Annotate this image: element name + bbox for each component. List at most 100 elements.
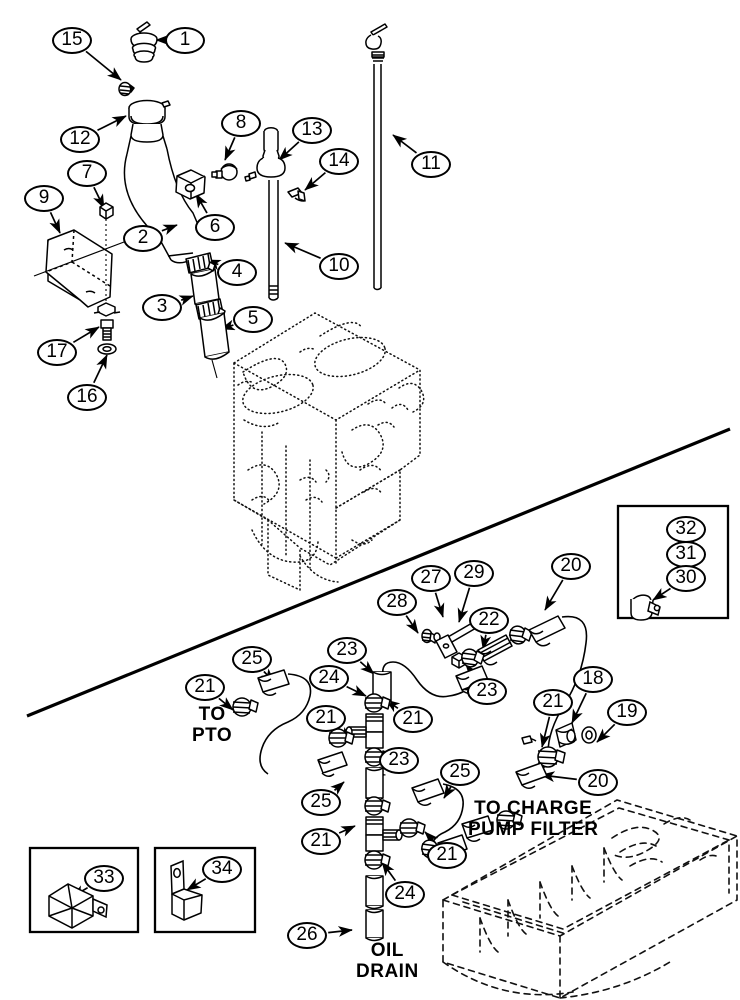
part-17-fitting: [93, 302, 121, 341]
callout-leader-8: [224, 137, 236, 161]
callout-balloon-2[interactable]: 2: [123, 224, 163, 252]
callout-balloon-11[interactable]: 11: [411, 150, 451, 178]
callout-balloon-14[interactable]: 14: [319, 147, 359, 175]
callout-leader-9: [49, 211, 61, 234]
callout-balloon-6[interactable]: 6: [195, 213, 235, 241]
callout-balloon-25[interactable]: 25: [232, 645, 272, 673]
part-28-clamp: [421, 628, 441, 644]
callout-balloon-3[interactable]: 3: [142, 293, 182, 321]
callout-balloon-20[interactable]: 20: [578, 768, 618, 796]
oil-pan: [442, 799, 738, 999]
callout-balloon-20[interactable]: 20: [551, 552, 591, 580]
part-20-hose-pumpfilter: [461, 815, 494, 842]
callout-balloon-19[interactable]: 19: [607, 698, 647, 726]
callout-balloon-24[interactable]: 24: [385, 880, 425, 908]
part-14-bolt: [287, 187, 306, 202]
part-24-tee-2: [365, 816, 403, 852]
part-25-hose-pto: [257, 669, 290, 696]
callout-balloon-13[interactable]: 13: [292, 116, 332, 144]
callout-balloon-10[interactable]: 10: [319, 252, 359, 280]
callout-balloon-21[interactable]: 21: [533, 688, 573, 716]
part-7-nut: [99, 202, 114, 220]
hose-curve-pto: [259, 673, 312, 775]
part-21-clamp-m1b: [328, 728, 355, 748]
part-21-clamp-right: [537, 746, 566, 768]
callout-balloon-22[interactable]: 22: [469, 606, 509, 634]
callout-balloon-21[interactable]: 21: [301, 827, 341, 855]
callout-balloon-28[interactable]: 28: [377, 588, 417, 616]
callout-leader-21: [539, 716, 551, 748]
section-divider: [26, 427, 731, 718]
callout-balloon-16[interactable]: 16: [67, 383, 107, 411]
callout-leader-20: [544, 579, 564, 611]
callout-balloon-18[interactable]: 18: [573, 665, 613, 693]
callout-balloon-33[interactable]: 33: [84, 864, 124, 892]
part-8-bolt: [211, 163, 238, 181]
callout-balloon-23[interactable]: 23: [379, 746, 419, 774]
callout-balloon-21[interactable]: 21: [185, 673, 225, 701]
part-26-tube-lower: [365, 909, 384, 942]
callout-balloon-4[interactable]: 4: [217, 258, 257, 286]
callout-leader-13: [278, 141, 300, 161]
part-25-hose-mid: [317, 751, 348, 777]
part-25-hose-right: [411, 778, 445, 806]
part-21-clamp-a: [460, 648, 485, 668]
callout-leader-34: [186, 878, 207, 891]
inset-box-33: [28, 846, 140, 934]
callout-balloon-26[interactable]: 26: [287, 921, 327, 949]
callout-leader-6: [195, 193, 208, 214]
callout-balloon-8[interactable]: 8: [221, 109, 261, 137]
engine-block: [233, 312, 425, 592]
callout-balloon-24[interactable]: 24: [309, 664, 349, 692]
callout-balloon-12[interactable]: 12: [60, 125, 100, 153]
part-34-clip: [170, 859, 203, 921]
part-22-tube: [477, 634, 513, 666]
callout-leader-24: [346, 685, 367, 697]
part-26-tube-upper: [365, 875, 384, 910]
part-4-clamp-upper: [185, 252, 216, 274]
callout-leader-21: [338, 825, 356, 837]
callout-balloon-17[interactable]: 17: [37, 338, 77, 366]
part-12-filler-neck: [126, 99, 171, 155]
callout-balloon-21[interactable]: 21: [393, 705, 433, 733]
inset-box-34: [153, 846, 257, 934]
callout-leader-18: [571, 692, 587, 724]
callout-leader-2: [161, 224, 178, 235]
callout-leader-21: [218, 697, 234, 711]
callout-balloon-30[interactable]: 30: [666, 564, 706, 592]
callout-leader-30: [652, 587, 671, 601]
callout-balloon-7[interactable]: 7: [67, 159, 107, 187]
callout-balloon-27[interactable]: 27: [411, 564, 451, 592]
callout-leader-15: [85, 50, 122, 81]
part-6-clamp: [175, 169, 206, 200]
callout-balloon-25[interactable]: 25: [301, 788, 341, 816]
text-label-to-pto: TO PTO: [192, 704, 233, 747]
callout-balloon-9[interactable]: 9: [24, 184, 64, 212]
callout-leader-10: [284, 242, 321, 259]
callout-balloon-15[interactable]: 15: [52, 26, 92, 54]
callout-leader-12: [97, 115, 127, 132]
callout-leader-29: [457, 587, 471, 623]
part-21-clamp-m3b: [399, 818, 426, 838]
part-15-clamp: [118, 81, 135, 97]
part-9-bracket: [33, 229, 125, 308]
callout-leader-25: [330, 781, 345, 796]
callout-balloon-21[interactable]: 21: [306, 704, 346, 732]
callout-balloon-21[interactable]: 21: [427, 841, 467, 869]
part-20-hose-upper: [528, 615, 566, 647]
callout-balloon-23[interactable]: 23: [467, 677, 507, 705]
callout-balloon-5[interactable]: 5: [233, 305, 273, 333]
callout-balloon-29[interactable]: 29: [454, 559, 494, 587]
callout-balloon-23[interactable]: 23: [327, 636, 367, 664]
callout-balloon-1[interactable]: 1: [165, 26, 205, 54]
part-5-sleeve: [199, 312, 230, 360]
callout-balloon-25[interactable]: 25: [440, 758, 480, 786]
callout-balloon-31[interactable]: 31: [666, 540, 706, 568]
callout-leader-16: [93, 354, 108, 384]
callout-leader-17: [72, 326, 100, 344]
part-13-tube-fitting: [244, 127, 286, 182]
callout-balloon-34[interactable]: 34: [202, 855, 242, 883]
callout-balloon-32[interactable]: 32: [666, 515, 706, 543]
callout-leader-26: [328, 926, 353, 937]
